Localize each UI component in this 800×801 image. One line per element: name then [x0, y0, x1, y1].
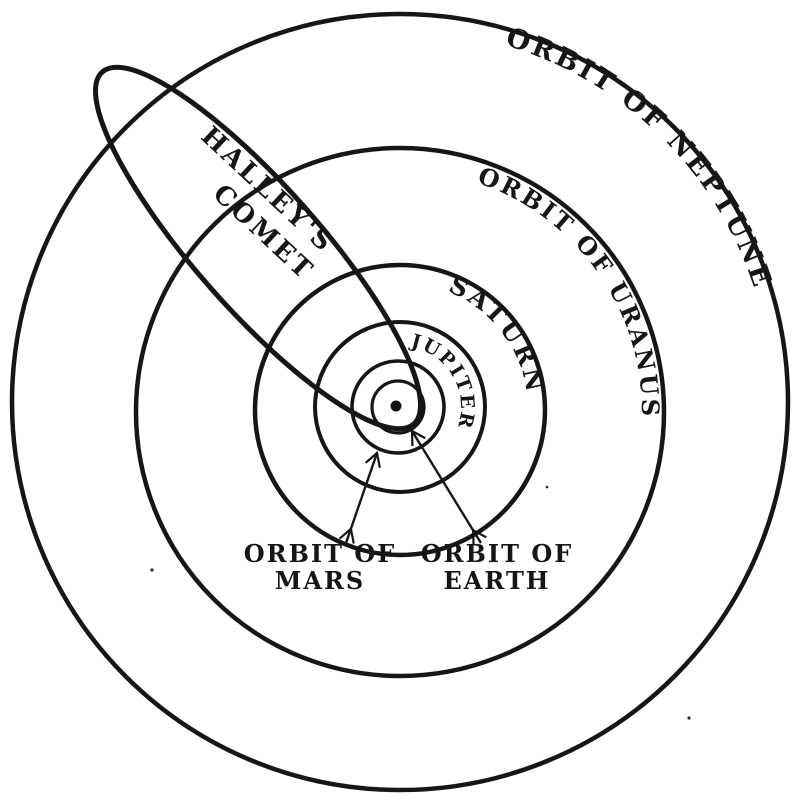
- mars-orbit-circle: [350, 359, 446, 455]
- earth-orbit-arrow: [410, 429, 487, 546]
- ink-speck: [687, 716, 691, 720]
- halleys-comet-label: HALLEY'S COMET: [195, 121, 340, 287]
- earth-orbit-circle: [370, 379, 426, 435]
- sun-dot: [390, 400, 402, 412]
- mars-orbit-label-line2: MARS: [275, 566, 365, 595]
- neptune-orbit-label-text: ORBIT OF NEPTUNE: [502, 22, 775, 293]
- jupiter-orbit-circle: [313, 320, 487, 494]
- earth-orbit-label-line1: ORBIT OF: [421, 539, 574, 568]
- mars-orbit-label: ORBIT OF MARS: [244, 539, 397, 595]
- earth-orbit-label-line2: EARTH: [444, 566, 551, 595]
- earth-orbit-label: ORBIT OF EARTH: [421, 539, 574, 595]
- mars-orbit-arrow: [338, 450, 381, 544]
- halleys-comet-orbit-ellipse: [93, 64, 423, 432]
- saturn-orbit-circle: [252, 262, 548, 558]
- ink-speck: [545, 485, 549, 489]
- uranus-orbit-circle: [133, 145, 667, 679]
- neptune-orbit-label: ORBIT OF NEPTUNE: [502, 22, 778, 293]
- neptune-orbit-circle: [9, 11, 791, 793]
- mars-orbit-label-line1: ORBIT OF: [244, 539, 397, 568]
- ink-speck: [150, 568, 154, 572]
